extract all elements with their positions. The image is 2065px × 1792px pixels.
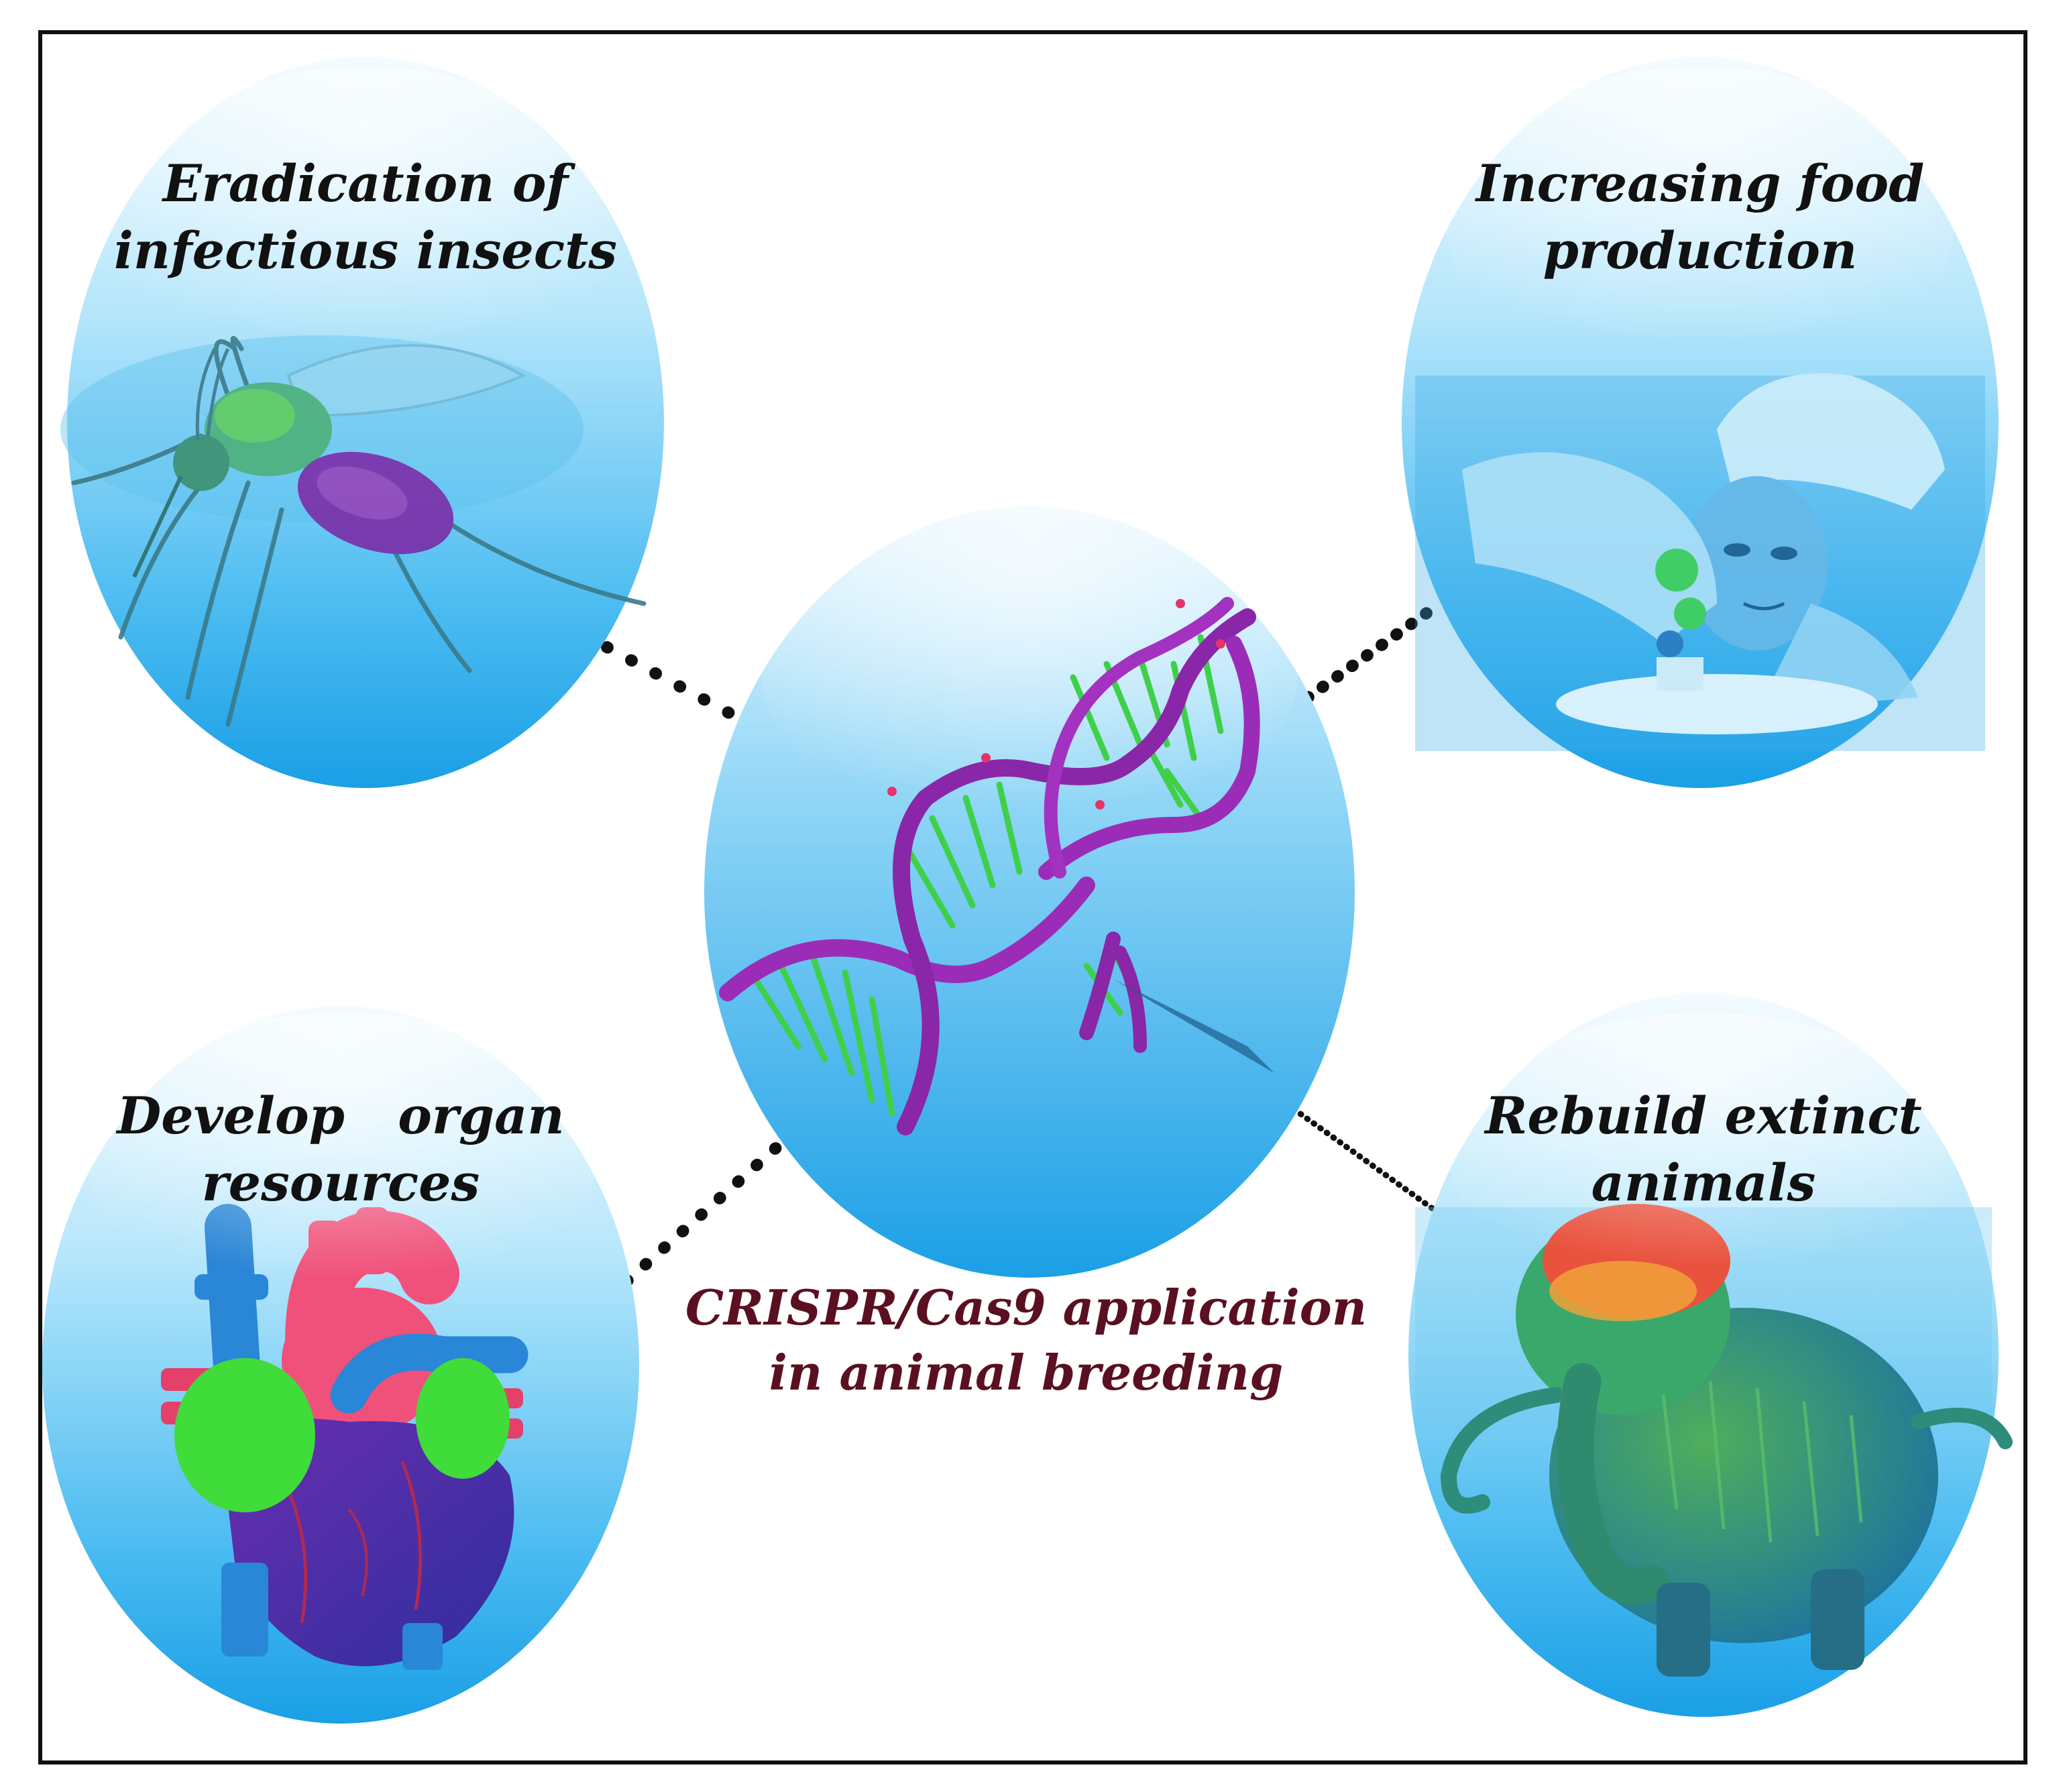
node-top-left: Eradication of infectious insects — [60, 57, 664, 788]
top-right-label-line2: production — [1543, 221, 1857, 280]
connector-top-left — [601, 641, 744, 724]
mosquito-icon — [60, 335, 647, 727]
bottom-left-label-line2: resources — [202, 1153, 480, 1213]
top-left-label-line1: Eradication of — [162, 154, 576, 213]
center-title-line1: CRISPR/Cas9 application — [685, 1279, 1367, 1336]
top-left-label-line2: infectious insects — [114, 221, 617, 280]
node-bottom-left: Develop organ resources — [42, 1006, 639, 1724]
dna-helix-icon — [719, 597, 1274, 1135]
connectors — [601, 601, 1441, 1287]
node-center: CRISPR/Cas9 application in animal breedi… — [685, 496, 1367, 1401]
bottom-right-label-line2: animals — [1592, 1153, 1816, 1213]
node-top-right: Increasing food production — [1402, 57, 1999, 788]
connector-bottom-left — [621, 1134, 791, 1287]
bottom-right-label-line1: Rebuild extinct — [1484, 1086, 1922, 1145]
top-right-label-line1: Increasing food — [1475, 154, 1924, 213]
bottom-left-label-line1: Develop organ — [115, 1086, 564, 1145]
chef-icon — [1415, 373, 1985, 751]
connector-top-right — [1302, 601, 1441, 704]
center-title-line2: in animal breeding — [769, 1344, 1284, 1401]
node-bottom-right: Rebuild extinct animals — [1408, 993, 2013, 1717]
connector-bottom-right — [1278, 1097, 1439, 1214]
